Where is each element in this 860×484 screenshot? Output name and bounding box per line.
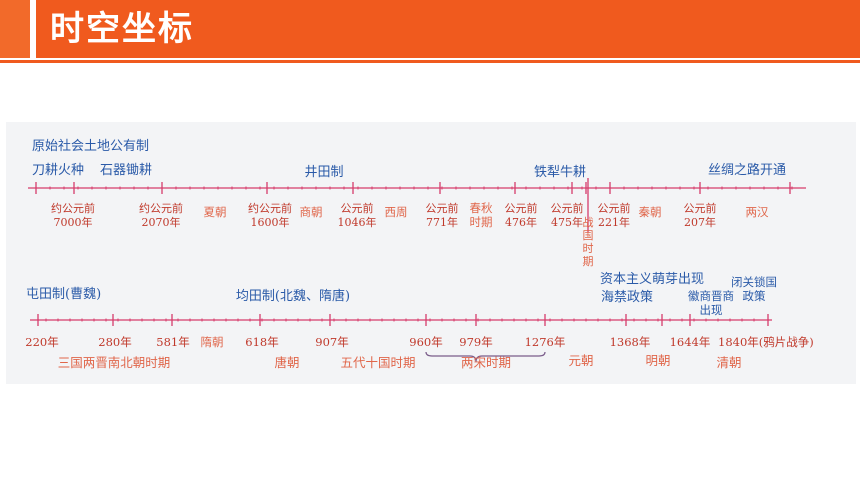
bottom-label-tuntian: 屯田制(曹魏) [26, 287, 101, 302]
top-period-warring-states: 国 [583, 229, 594, 242]
bottom-date-label: 1368年 [610, 335, 651, 349]
bottom-label-capitalism-sprout: 资本主义萌芽出现 [600, 272, 704, 287]
bottom-label-juntian: 均田制(北魏、隋唐) [236, 288, 350, 304]
page-title: 时空坐标 [50, 9, 194, 49]
top-date-label: 公元前 [598, 201, 631, 215]
top-period-qin: 秦朝 [639, 205, 662, 219]
top-date-label: 公元前 [684, 201, 717, 215]
top-period-shang: 商朝 [300, 205, 323, 219]
top-period-xia: 夏朝 [204, 205, 227, 219]
bottom-period-song: 两宋时期 [461, 355, 511, 370]
top-date-label: 476年 [505, 215, 537, 229]
bottom-label-closed-door: 闭关锁国 [731, 275, 777, 289]
bottom-label-huizhou-shanxi-merchants: 徽商晋商 [688, 289, 734, 303]
bottom-period-three-kingdoms: 三国两晋南北朝时期 [58, 355, 171, 370]
song-bracket [425, 351, 546, 363]
top-date-label: 1046年 [338, 215, 377, 229]
top-period-warring-states: 战 [583, 216, 594, 229]
bottom-date-label: 220年 [25, 335, 58, 349]
top-label-slash-burn: 刀耕火种 [32, 162, 84, 178]
top-date-label: 221年 [598, 215, 630, 229]
top-date-label: 公元前 [341, 201, 374, 215]
top-label-well-field: 井田制 [304, 165, 343, 180]
top-date-label: 约公元前 [51, 201, 95, 215]
top-period-spring-autumn: 时期 [470, 215, 493, 229]
top-date-label: 约公元前 [139, 201, 183, 215]
bottom-label-closed-door: 政策 [743, 289, 766, 303]
header-divider [30, 0, 36, 58]
bottom-date-label: 280年 [98, 335, 131, 349]
top-period-warring-states: 时 [583, 242, 594, 255]
top-date-label: 公元前 [426, 201, 459, 215]
top-date-label: 公元前 [551, 201, 584, 215]
top-period-spring-autumn: 春秋 [470, 201, 493, 215]
bottom-period-yuan: 元朝 [568, 353, 593, 368]
top-date-label: 2070年 [142, 215, 181, 229]
top-date-label: 771年 [426, 215, 458, 229]
bottom-period-ming: 明朝 [645, 353, 670, 368]
top-period-han: 两汉 [746, 205, 769, 219]
top-label-stone-hoe: 石器锄耕 [100, 162, 152, 178]
bottom-label-huizhou-shanxi-merchants: 出现 [700, 303, 723, 317]
timeline-panel [6, 122, 856, 384]
bottom-date-label: 1644年 [670, 335, 711, 349]
top-label-iron-plough: 铁犁牛耕 [534, 164, 586, 180]
top-date-label: 约公元前 [248, 201, 292, 215]
top-label-silk-road: 丝绸之路开通 [708, 162, 786, 178]
bottom-date-label: 907年 [315, 335, 348, 349]
top-date-label: 207年 [684, 215, 716, 229]
header-accent [0, 0, 30, 58]
top-period-warring-states: 期 [583, 255, 594, 268]
top-label-primitive-land: 原始社会土地公有制 [32, 138, 149, 154]
header-bar [0, 0, 860, 58]
bottom-label-sea-ban: 海禁政策 [601, 289, 653, 305]
bottom-period-five-dynasties: 五代十国时期 [340, 355, 415, 370]
top-period-western-zhou: 西周 [385, 205, 408, 219]
top-date-label: 475年 [551, 215, 583, 229]
bottom-period-sui: 隋朝 [201, 335, 224, 349]
bottom-period-qing: 清朝 [716, 355, 741, 370]
top-date-label: 公元前 [505, 201, 538, 215]
top-date-label: 7000年 [54, 215, 93, 229]
top-date-label: 1600年 [251, 215, 290, 229]
bottom-period-tang: 唐朝 [274, 355, 299, 370]
bottom-date-label: 581年 [156, 335, 189, 349]
bottom-date-label: 960年 [409, 335, 442, 349]
bottom-date-label: 1840年(鸦片战争) [718, 335, 814, 349]
bottom-date-label: 618年 [245, 335, 278, 349]
bottom-date-label: 1276年 [525, 335, 566, 349]
header-underline [0, 60, 860, 63]
bottom-date-label: 979年 [459, 335, 492, 349]
